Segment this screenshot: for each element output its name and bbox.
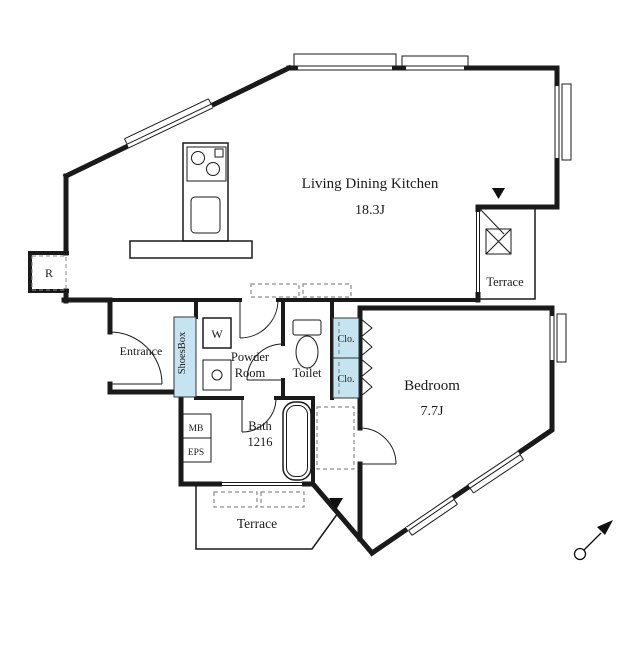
- label-closet-lower: Clo.: [338, 374, 355, 385]
- terrace-right-railing: [478, 207, 536, 300]
- refrigerator-alcove-wall: [28, 251, 69, 293]
- window-right: [554, 83, 572, 161]
- bath-door-arc: [241, 397, 277, 433]
- closets: [332, 317, 373, 399]
- window-top-2: [401, 55, 469, 71]
- refrigerator-dashed-outline: [31, 255, 67, 291]
- label-mb: MB: [189, 424, 204, 434]
- shoes-box: [173, 316, 197, 398]
- label-bedroom-size: 7.7J: [421, 404, 445, 419]
- label-washer: W: [211, 327, 223, 341]
- bedroom-door-arc: [359, 427, 397, 465]
- label-refrigerator: R: [45, 266, 53, 280]
- window-diagonal-nw: [124, 98, 214, 149]
- label-entrance: Entrance: [120, 344, 163, 358]
- dashed-outlines: [213, 283, 355, 508]
- label-toilet: Toilet: [293, 366, 323, 380]
- toilet-icon: [292, 319, 322, 369]
- label-terrace-right: Terrace: [486, 275, 524, 289]
- marker-triangle-terrace-bottom: [329, 498, 343, 510]
- window-bedroom-right: [549, 313, 567, 363]
- entry-door-arc: [109, 331, 163, 385]
- window-gaps: [126, 63, 562, 533]
- toilet-door-arc: [246, 343, 284, 381]
- furniture-dashed-1: [250, 283, 300, 298]
- terrace-dashed-2: [260, 491, 305, 508]
- label-bath: Bath: [248, 419, 272, 433]
- washer-box: [202, 317, 232, 349]
- furniture-dashed-2: [302, 283, 352, 298]
- corridor-dashed: [316, 406, 355, 470]
- stove-icon: [186, 146, 227, 182]
- label-eps: EPS: [188, 448, 204, 458]
- terrace-door-leaf: [479, 208, 505, 235]
- window-top-1: [293, 53, 397, 71]
- label-bedroom: Bedroom: [404, 378, 460, 394]
- label-terrace-bottom: Terrace: [237, 516, 277, 531]
- powder-door-arc: [239, 299, 279, 339]
- closet-folding-doors: [360, 318, 373, 397]
- windows: [124, 53, 572, 536]
- door-swings: [109, 299, 397, 465]
- labels: Living Dining Kitchen 18.3J Bedroom 7.7J…: [45, 176, 524, 531]
- closet-lower-box: [332, 357, 360, 399]
- label-bath-size: 1216: [248, 435, 273, 449]
- sink-icon: [190, 196, 221, 234]
- label-ldk: Living Dining Kitchen: [302, 176, 439, 192]
- outer-wall-bedroom: [357, 305, 555, 557]
- label-shoesbox: ShoesBox: [177, 331, 188, 374]
- marker-triangle-terrace-right: [492, 188, 505, 199]
- compass-north-icon: [573, 520, 613, 561]
- window-bedroom-diagonal-2: [406, 495, 458, 536]
- window-bedroom-diagonal-1: [467, 450, 524, 494]
- bathtub-icon: [282, 401, 312, 481]
- terrace-bottom-railing: [195, 484, 339, 550]
- label-closet-upper: Clo.: [338, 334, 355, 345]
- label-powder-line1: Powder: [231, 350, 270, 364]
- sliding-door-terrace-right: [476, 212, 480, 292]
- label-powder-line2: Room: [235, 366, 266, 380]
- terrace-dashed-1: [213, 491, 258, 508]
- sliding-door-terrace-bottom: [222, 482, 302, 486]
- eps-box: [181, 437, 212, 463]
- kitchen-counter: [129, 142, 253, 259]
- escape-hatch-icon: [485, 228, 512, 255]
- vanity-icon: [202, 359, 232, 391]
- label-ldk-size: 18.3J: [355, 203, 386, 218]
- interior-walls: [108, 298, 480, 486]
